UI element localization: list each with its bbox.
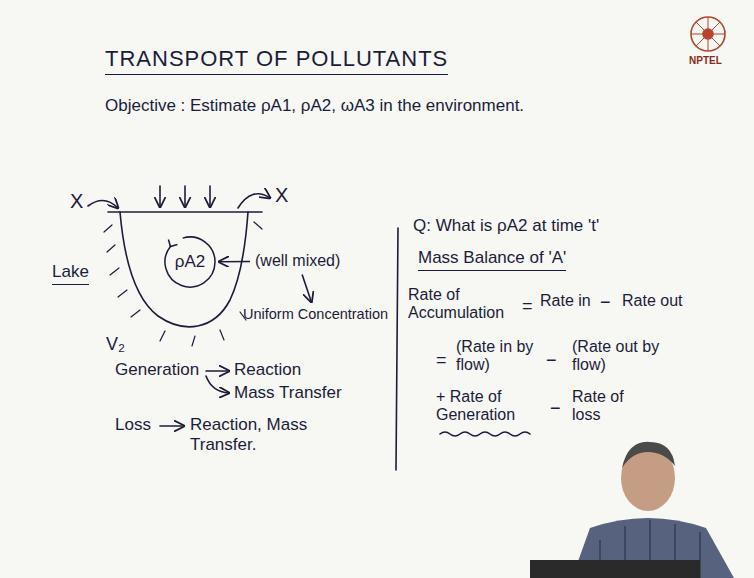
lake-label: Lake bbox=[52, 262, 89, 285]
node-text: Uniform Concentration bbox=[243, 306, 388, 323]
flow-symbol: X bbox=[70, 190, 83, 213]
rain-arrow bbox=[159, 186, 161, 207]
minus-sign: − bbox=[550, 398, 561, 419]
minus-sign: − bbox=[600, 292, 611, 313]
inflow-arrow bbox=[88, 200, 118, 208]
equation-term: Rate out bbox=[622, 292, 682, 310]
flow-arrow bbox=[302, 274, 311, 302]
equation-term: Rate in bbox=[540, 292, 591, 310]
equals-sign: = bbox=[436, 350, 447, 371]
lake-surface bbox=[108, 211, 262, 213]
node-text: ρA2 bbox=[175, 252, 205, 272]
generation-arrow bbox=[206, 376, 229, 393]
mass-transfer-label: Mass Transfer bbox=[234, 383, 342, 403]
presenter-figure bbox=[530, 442, 734, 578]
divider-line bbox=[396, 228, 398, 470]
equation-term: Rate of Accumulation bbox=[408, 286, 516, 323]
minus-sign: − bbox=[546, 350, 557, 371]
squiggle-underline bbox=[440, 432, 530, 436]
loss-arrow bbox=[160, 425, 184, 427]
nptel-logo bbox=[691, 17, 725, 51]
equals-sign: = bbox=[522, 296, 533, 317]
mixing-note: (well mixed) bbox=[252, 250, 343, 272]
equation-term: + Rate of Generation bbox=[436, 388, 536, 425]
equation-term: (Rate in by flow) bbox=[456, 338, 534, 375]
objective-note: Objective : Estimate ρA1, ρA2, ωA3 in th… bbox=[105, 96, 524, 116]
rain-arrow bbox=[209, 186, 211, 207]
volume-label: V₂ bbox=[106, 334, 125, 355]
result-note: Uniform Concentration bbox=[240, 304, 391, 325]
flow-symbol: X bbox=[275, 184, 288, 207]
flow-arrow bbox=[219, 261, 250, 263]
question-note: Q: What is ρA2 at time 't' bbox=[413, 216, 599, 236]
outflow-arrow bbox=[238, 194, 270, 208]
loss-label: Loss bbox=[115, 415, 151, 435]
section-heading: Mass Balance of 'A' bbox=[418, 248, 566, 271]
generation-label: Generation bbox=[115, 360, 199, 380]
ground-hatching bbox=[104, 222, 262, 346]
logo-text: NPTEL bbox=[689, 55, 722, 67]
slide-title: TRANSPORT OF POLLUTANTS bbox=[105, 46, 448, 75]
node-text: (well mixed) bbox=[255, 252, 340, 270]
equation-term: (Rate out by flow) bbox=[572, 338, 660, 375]
reaction-label: Reaction bbox=[234, 360, 301, 380]
lake-bowl bbox=[120, 212, 248, 327]
equation-term: Rate of loss bbox=[572, 388, 644, 425]
rain-arrow bbox=[184, 186, 186, 207]
generation-arrow bbox=[206, 370, 229, 372]
concentration-circle: ρA2 bbox=[163, 235, 217, 289]
loss-mechanism-label: Reaction, Mass Transfer. bbox=[190, 415, 314, 454]
